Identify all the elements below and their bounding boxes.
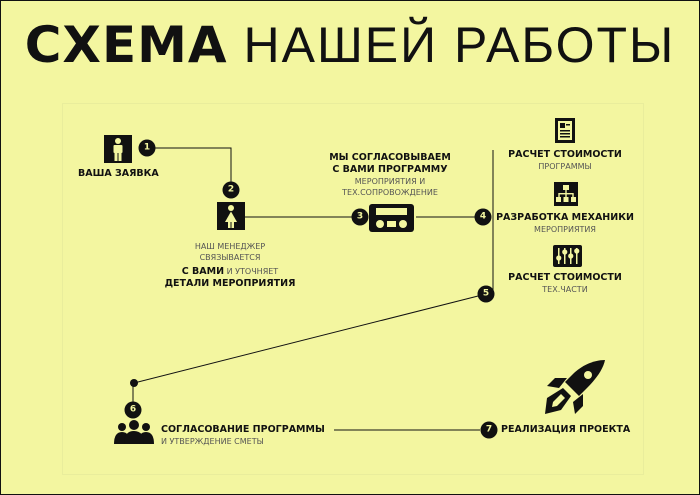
- step-4b-title: РАЗРАБОТКА МЕХАНИКИ: [496, 212, 634, 223]
- hierarchy-icon: [554, 182, 578, 206]
- step-2-line-3-bold: С ВАМИ: [181, 266, 225, 277]
- step-2-line-2: СВЯЗЫВАЕТСЯ: [199, 253, 261, 262]
- title-bold: СХЕМА: [24, 16, 228, 74]
- step-2-line-4: ДЕТАЛИ МЕРОПРИЯТИЯ: [164, 278, 296, 289]
- step-3-line-1: МЫ СОГЛАСОВЫВАЕМ: [329, 152, 451, 163]
- male-person-icon: [104, 135, 132, 163]
- female-person-icon: [217, 202, 245, 230]
- step-2-line-3: С ВАМИ И УТОЧНЯЕТ: [160, 263, 300, 278]
- cassette-player-icon: [369, 204, 414, 232]
- step-4c-text: РАСЧЕТ СТОИМОСТИ ТЕХ.ЧАСТИ: [497, 272, 633, 295]
- step-number-5: 5: [477, 285, 495, 303]
- step-number-4: 4: [474, 208, 492, 226]
- step-6-sub: И УТВЕРЖДЕНИЕ СМЕТЫ: [161, 437, 264, 446]
- step-6-text: СОГЛАСОВАНИЕ ПРОГРАММЫ И УТВЕРЖДЕНИЕ СМЕ…: [161, 424, 325, 447]
- mixer-sliders-icon: [553, 245, 582, 267]
- step-number-6: 6: [124, 401, 142, 419]
- step-number-2: 2: [222, 181, 240, 199]
- scheme-panel: [62, 103, 644, 475]
- step-2-line-1: НАШ МЕНЕДЖЕР: [194, 242, 266, 251]
- step-4b-text: РАЗРАБОТКА МЕХАНИКИ МЕРОПРИЯТИЯ: [490, 212, 640, 235]
- step-4a-title: РАСЧЕТ СТОИМОСТИ: [508, 149, 622, 160]
- group-people-icon: [114, 420, 154, 444]
- step-3-line-3: МЕРОПРИЯТИЯ И: [354, 177, 426, 186]
- step-3-line-2: С ВАМИ ПРОГРАММУ: [332, 164, 448, 175]
- path-dot: [130, 379, 138, 387]
- title-light: НАШЕЙ РАБОТЫ: [243, 17, 676, 73]
- step-2-line-3-rest: И УТОЧНЯЕТ: [224, 267, 279, 276]
- step-3-line-4: ТЕХ.СОПРОВОЖДЕНИЕ: [342, 188, 438, 197]
- rocket-icon: [545, 360, 605, 414]
- connector-5-6: [133, 293, 487, 384]
- page-title: СХЕМА НАШЕЙ РАБОТЫ: [0, 10, 700, 80]
- step-number-3: 3: [351, 208, 369, 226]
- step-4a-sub: ПРОГРАММЫ: [538, 162, 592, 171]
- document-icon: [555, 118, 575, 143]
- step-7-title: РЕАЛИЗАЦИЯ ПРОЕКТА: [501, 424, 631, 435]
- step-number-7: 7: [480, 421, 498, 439]
- step-4b-sub: МЕРОПРИЯТИЯ: [534, 225, 596, 234]
- connector-1-2: [147, 147, 232, 190]
- step-4c-title: РАСЧЕТ СТОИМОСТИ: [508, 272, 622, 283]
- step-2-text: НАШ МЕНЕДЖЕР СВЯЗЫВАЕТСЯ С ВАМИ И УТОЧНЯ…: [160, 241, 300, 290]
- step-3-text: МЫ СОГЛАСОВЫВАЕМ С ВАМИ ПРОГРАММУ МЕРОПР…: [315, 152, 465, 198]
- step-4a-text: РАСЧЕТ СТОИМОСТИ ПРОГРАММЫ: [497, 149, 633, 172]
- step-4c-sub: ТЕХ.ЧАСТИ: [542, 285, 588, 294]
- step-6-title: СОГЛАСОВАНИЕ ПРОГРАММЫ: [161, 424, 325, 435]
- step-1-title: ВАША ЗАЯВКА: [78, 168, 159, 179]
- step-number-1: 1: [138, 139, 156, 157]
